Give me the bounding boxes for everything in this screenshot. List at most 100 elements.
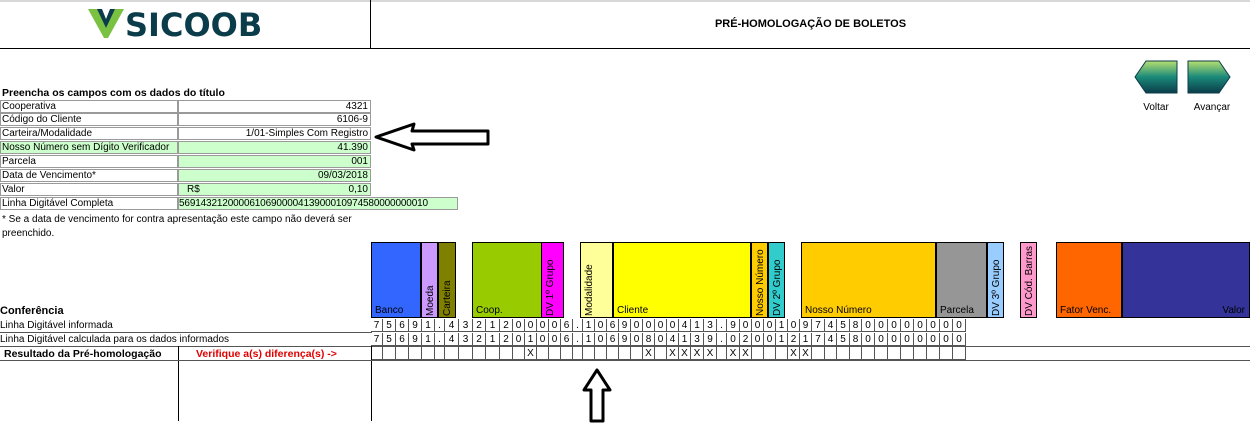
field-row-nosso-numero: Nosso Número sem Dígito Verificador 41.3… bbox=[0, 141, 458, 154]
back-button[interactable]: Voltar bbox=[1143, 102, 1169, 113]
segment-label: DV 3º Grupo bbox=[991, 259, 1002, 316]
digit-cell: 1 bbox=[583, 333, 595, 346]
carteira-select[interactable]: 1/01-Simples Com Registro bbox=[178, 127, 371, 140]
digit-cell: 5 bbox=[837, 333, 850, 346]
segment-dv-3-grupo: DV 3º Grupo bbox=[987, 242, 1004, 318]
linha-digitavel-input[interactable]: 5691432120000610690000413900010974580000… bbox=[178, 197, 458, 210]
digit-cell: 0 bbox=[914, 319, 927, 332]
next-arrow-icon[interactable] bbox=[1187, 60, 1231, 94]
diff-cell bbox=[953, 347, 966, 360]
back-arrow-icon[interactable] bbox=[1134, 60, 1178, 94]
segment-dv-2-grupo: DV 2º Grupo bbox=[768, 242, 785, 318]
digit-cell: 6 bbox=[561, 333, 573, 346]
segment-cliente: Cliente bbox=[613, 242, 751, 318]
digit-cell: 1 bbox=[422, 319, 435, 332]
diff-cell bbox=[837, 347, 850, 360]
diff-cell bbox=[940, 347, 953, 360]
digit-cell: 0 bbox=[862, 319, 875, 332]
diff-cell bbox=[500, 347, 513, 360]
digit-cell: 0 bbox=[525, 319, 537, 332]
digit-cell: 1 bbox=[776, 333, 788, 346]
digit-cell: 1 bbox=[679, 333, 691, 346]
digit-cell: 9 bbox=[409, 333, 422, 346]
digit-cell: 8 bbox=[850, 319, 862, 332]
segment-label: Coop. bbox=[476, 305, 503, 316]
result-label: Resultado da Pré-homologação bbox=[4, 348, 162, 360]
digit-cell: . bbox=[717, 319, 727, 332]
segment-parcela: Parcela bbox=[936, 242, 987, 318]
diff-cell bbox=[717, 347, 727, 360]
codigo-cliente-input[interactable]: 6106-9 bbox=[178, 113, 371, 126]
digit-cell: 9 bbox=[727, 319, 740, 332]
brand-name: SICOOB bbox=[125, 6, 263, 44]
digit-cell: 4 bbox=[445, 319, 459, 332]
valor-value: 0,10 bbox=[348, 184, 368, 195]
digit-cell: 3 bbox=[459, 333, 473, 346]
diff-cell bbox=[875, 347, 888, 360]
diff-cell: X bbox=[525, 347, 537, 360]
left-arrow-annotation-icon bbox=[374, 122, 490, 152]
digit-cell: 0 bbox=[631, 333, 643, 346]
digit-cell: 5 bbox=[383, 333, 396, 346]
digit-cell: 1 bbox=[486, 319, 500, 332]
segment-label: Parcela bbox=[940, 305, 974, 316]
vencimento-note: * Se a data de vencimento for contra apr… bbox=[2, 214, 352, 239]
digit-cell: 1 bbox=[776, 319, 788, 332]
diff-cell bbox=[901, 347, 914, 360]
result-message: Verifique a(s) diferença(s) -> bbox=[196, 348, 337, 360]
diff-cell: X bbox=[643, 347, 655, 360]
digit-cell: 0 bbox=[901, 319, 914, 332]
digit-cell: 2 bbox=[500, 319, 513, 332]
digit-cell: 0 bbox=[875, 333, 888, 346]
digit-cell: 0 bbox=[875, 319, 888, 332]
digit-cell: 0 bbox=[940, 333, 953, 346]
digit-cell: 0 bbox=[513, 319, 525, 332]
digit-cell: 0 bbox=[655, 333, 667, 346]
nosso-numero-input[interactable]: 41.390 bbox=[178, 141, 371, 154]
digit-cell: 0 bbox=[549, 319, 561, 332]
next-button[interactable]: Avançar bbox=[1193, 102, 1231, 113]
digit-cell: 3 bbox=[691, 333, 704, 346]
field-row-carteira: Carteira/Modalidade 1/01-Simples Com Reg… bbox=[0, 127, 458, 140]
up-arrow-annotation-icon bbox=[582, 368, 612, 423]
digit-cell: 0 bbox=[595, 319, 607, 332]
digit-cell: 0 bbox=[595, 333, 607, 346]
diff-cell bbox=[631, 347, 643, 360]
diff-cell bbox=[914, 347, 927, 360]
digit-cell: 0 bbox=[667, 319, 679, 332]
vencimento-input[interactable]: 09/03/2018 bbox=[178, 169, 371, 182]
diff-cell bbox=[619, 347, 631, 360]
cooperativa-input[interactable]: 4321 bbox=[178, 100, 371, 113]
valor-input[interactable]: R$ 0,10 bbox=[178, 183, 371, 196]
digit-cell: 4 bbox=[825, 319, 837, 332]
diff-cell: X bbox=[727, 347, 740, 360]
diff-cell bbox=[445, 347, 459, 360]
diff-cell bbox=[927, 347, 940, 360]
digit-cell: 1 bbox=[422, 333, 435, 346]
digit-cell: 0 bbox=[740, 319, 752, 332]
digit-cell: 5 bbox=[837, 319, 850, 332]
digit-cell: 6 bbox=[396, 333, 409, 346]
digit-cell: 0 bbox=[537, 333, 549, 346]
diff-cell bbox=[422, 347, 435, 360]
digit-cell: 0 bbox=[953, 333, 966, 346]
digit-cell: 3 bbox=[704, 319, 717, 332]
digit-cell: . bbox=[573, 333, 583, 346]
digit-cell: 0 bbox=[940, 319, 953, 332]
parcela-input[interactable]: 001 bbox=[178, 155, 371, 168]
digit-cell: 0 bbox=[862, 333, 875, 346]
digit-cell: 4 bbox=[679, 319, 691, 332]
field-label: Parcela bbox=[0, 155, 178, 168]
field-row-parcela: Parcela 001 bbox=[0, 155, 458, 168]
digit-cell: . bbox=[573, 319, 583, 332]
diff-cell bbox=[776, 347, 788, 360]
diff-cell bbox=[595, 347, 607, 360]
digit-cell: 0 bbox=[888, 319, 901, 332]
field-row-valor: Valor R$ 0,10 bbox=[0, 183, 458, 196]
segment-label: Fator Venc. bbox=[1060, 305, 1112, 316]
diff-cell: X bbox=[788, 347, 800, 360]
digit-cell: 0 bbox=[953, 319, 966, 332]
digit-cell: 8 bbox=[643, 333, 655, 346]
diff-cell bbox=[764, 347, 776, 360]
segment-dv-1-grupo: DV 1º Grupo bbox=[541, 242, 564, 318]
